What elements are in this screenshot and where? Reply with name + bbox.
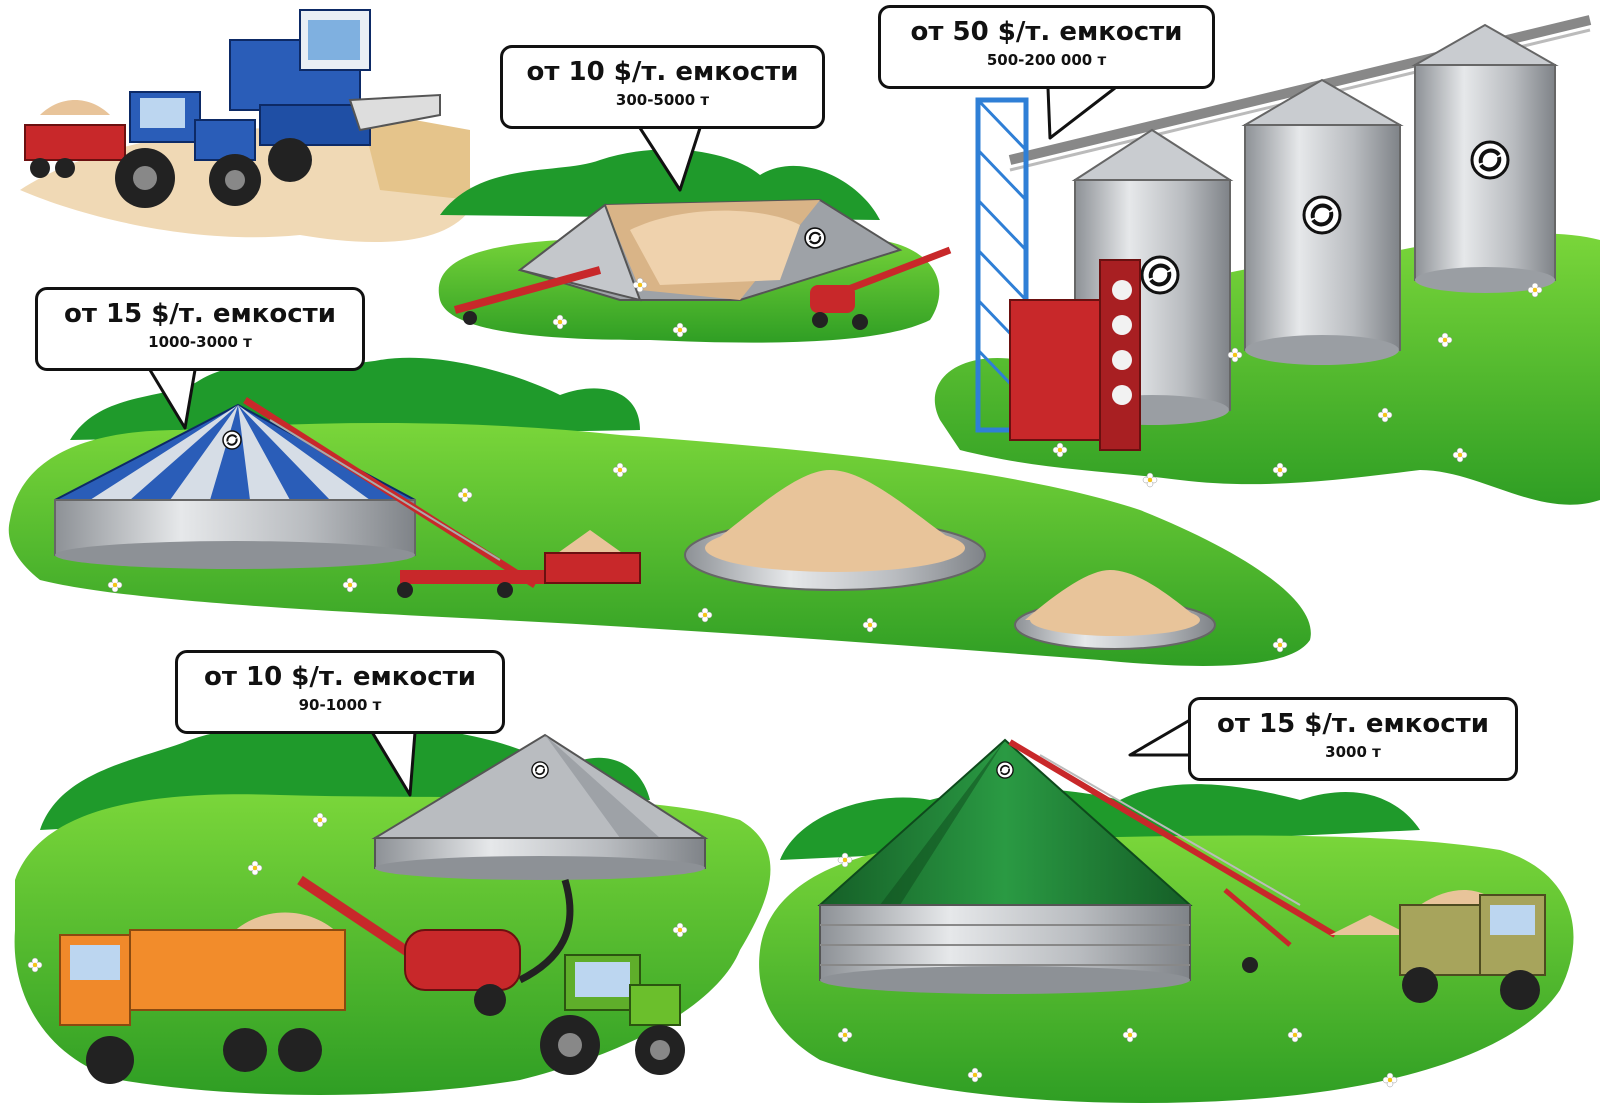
elevator-tower-icon [975,97,1029,433]
callout-green-tent-storage: от 15 $/т. емкости 3000 т [1188,697,1518,781]
callout-capacity: 500-200 000 т [986,51,1107,69]
cone-scene [14,727,771,1095]
logo-swirl-icon [1140,255,1180,295]
blue-tractor-icon [115,91,261,208]
callout-capacity: 3000 т [1325,743,1381,761]
hangar-scene [438,149,952,343]
callout-price: от 10 $/т. емкости [204,662,476,692]
callout-tent-storage: от 15 $/т. емкости 1000-3000 т [35,287,365,371]
silo-3-icon [1411,23,1559,293]
red-auger-icon [453,246,952,330]
grain-pile-large-icon [684,470,986,591]
grain-loader-icon [297,875,521,1016]
callout-capacity: 90-1000 т [298,696,382,714]
callout-price: от 10 $/т. емкости [526,57,799,87]
green-tent-storage-icon [817,738,1193,994]
silo-2-icon [1241,78,1404,365]
callout-price: от 15 $/т. емкости [64,299,336,329]
silos-scene [934,15,1600,505]
logo-swirl-icon [996,761,1014,779]
callout-capacity: 300-5000 т [615,91,710,109]
combine-harvester-icon [229,9,441,182]
tent-scene [8,357,1311,666]
callout-steel-silos: от 50 $/т. емкости 500-200 000 т [878,5,1215,89]
callout-capacity: 1000-3000 т [148,333,252,351]
grain-pile-small-icon [1014,570,1216,650]
callout-price: от 15 $/т. емкости [1217,709,1489,739]
green-tent-scene [759,738,1574,1104]
logo-swirl-icon [803,227,827,249]
blue-tent-storage-icon [54,403,416,569]
callout-cone-storage: от 10 $/т. емкости 90-1000 т [175,650,505,734]
callout-tails [148,86,1191,797]
harvest-scene [20,9,472,243]
green-tractor-icon [540,954,685,1075]
logo-swirl-icon [1470,140,1510,180]
callout-price: от 50 $/т. емкости [910,17,1183,47]
callout-hangar: от 10 $/т. емкости 300-5000 т [500,45,825,129]
olive-dump-truck-icon [1330,890,1546,1010]
logo-swirl-icon [222,430,242,450]
orange-dump-truck-icon [59,912,346,1084]
grain-bin-icon [544,530,641,584]
grain-trailer-icon [24,100,126,178]
hangar-icon [517,198,903,302]
logo-swirl-icon [1302,195,1342,235]
grain-auger-icon [243,397,570,598]
grain-dryer-icon [1009,259,1141,451]
logo-swirl-icon [531,761,549,779]
green-scene-auger-icon [1008,739,1337,973]
grey-cone-storage-icon [371,733,709,880]
